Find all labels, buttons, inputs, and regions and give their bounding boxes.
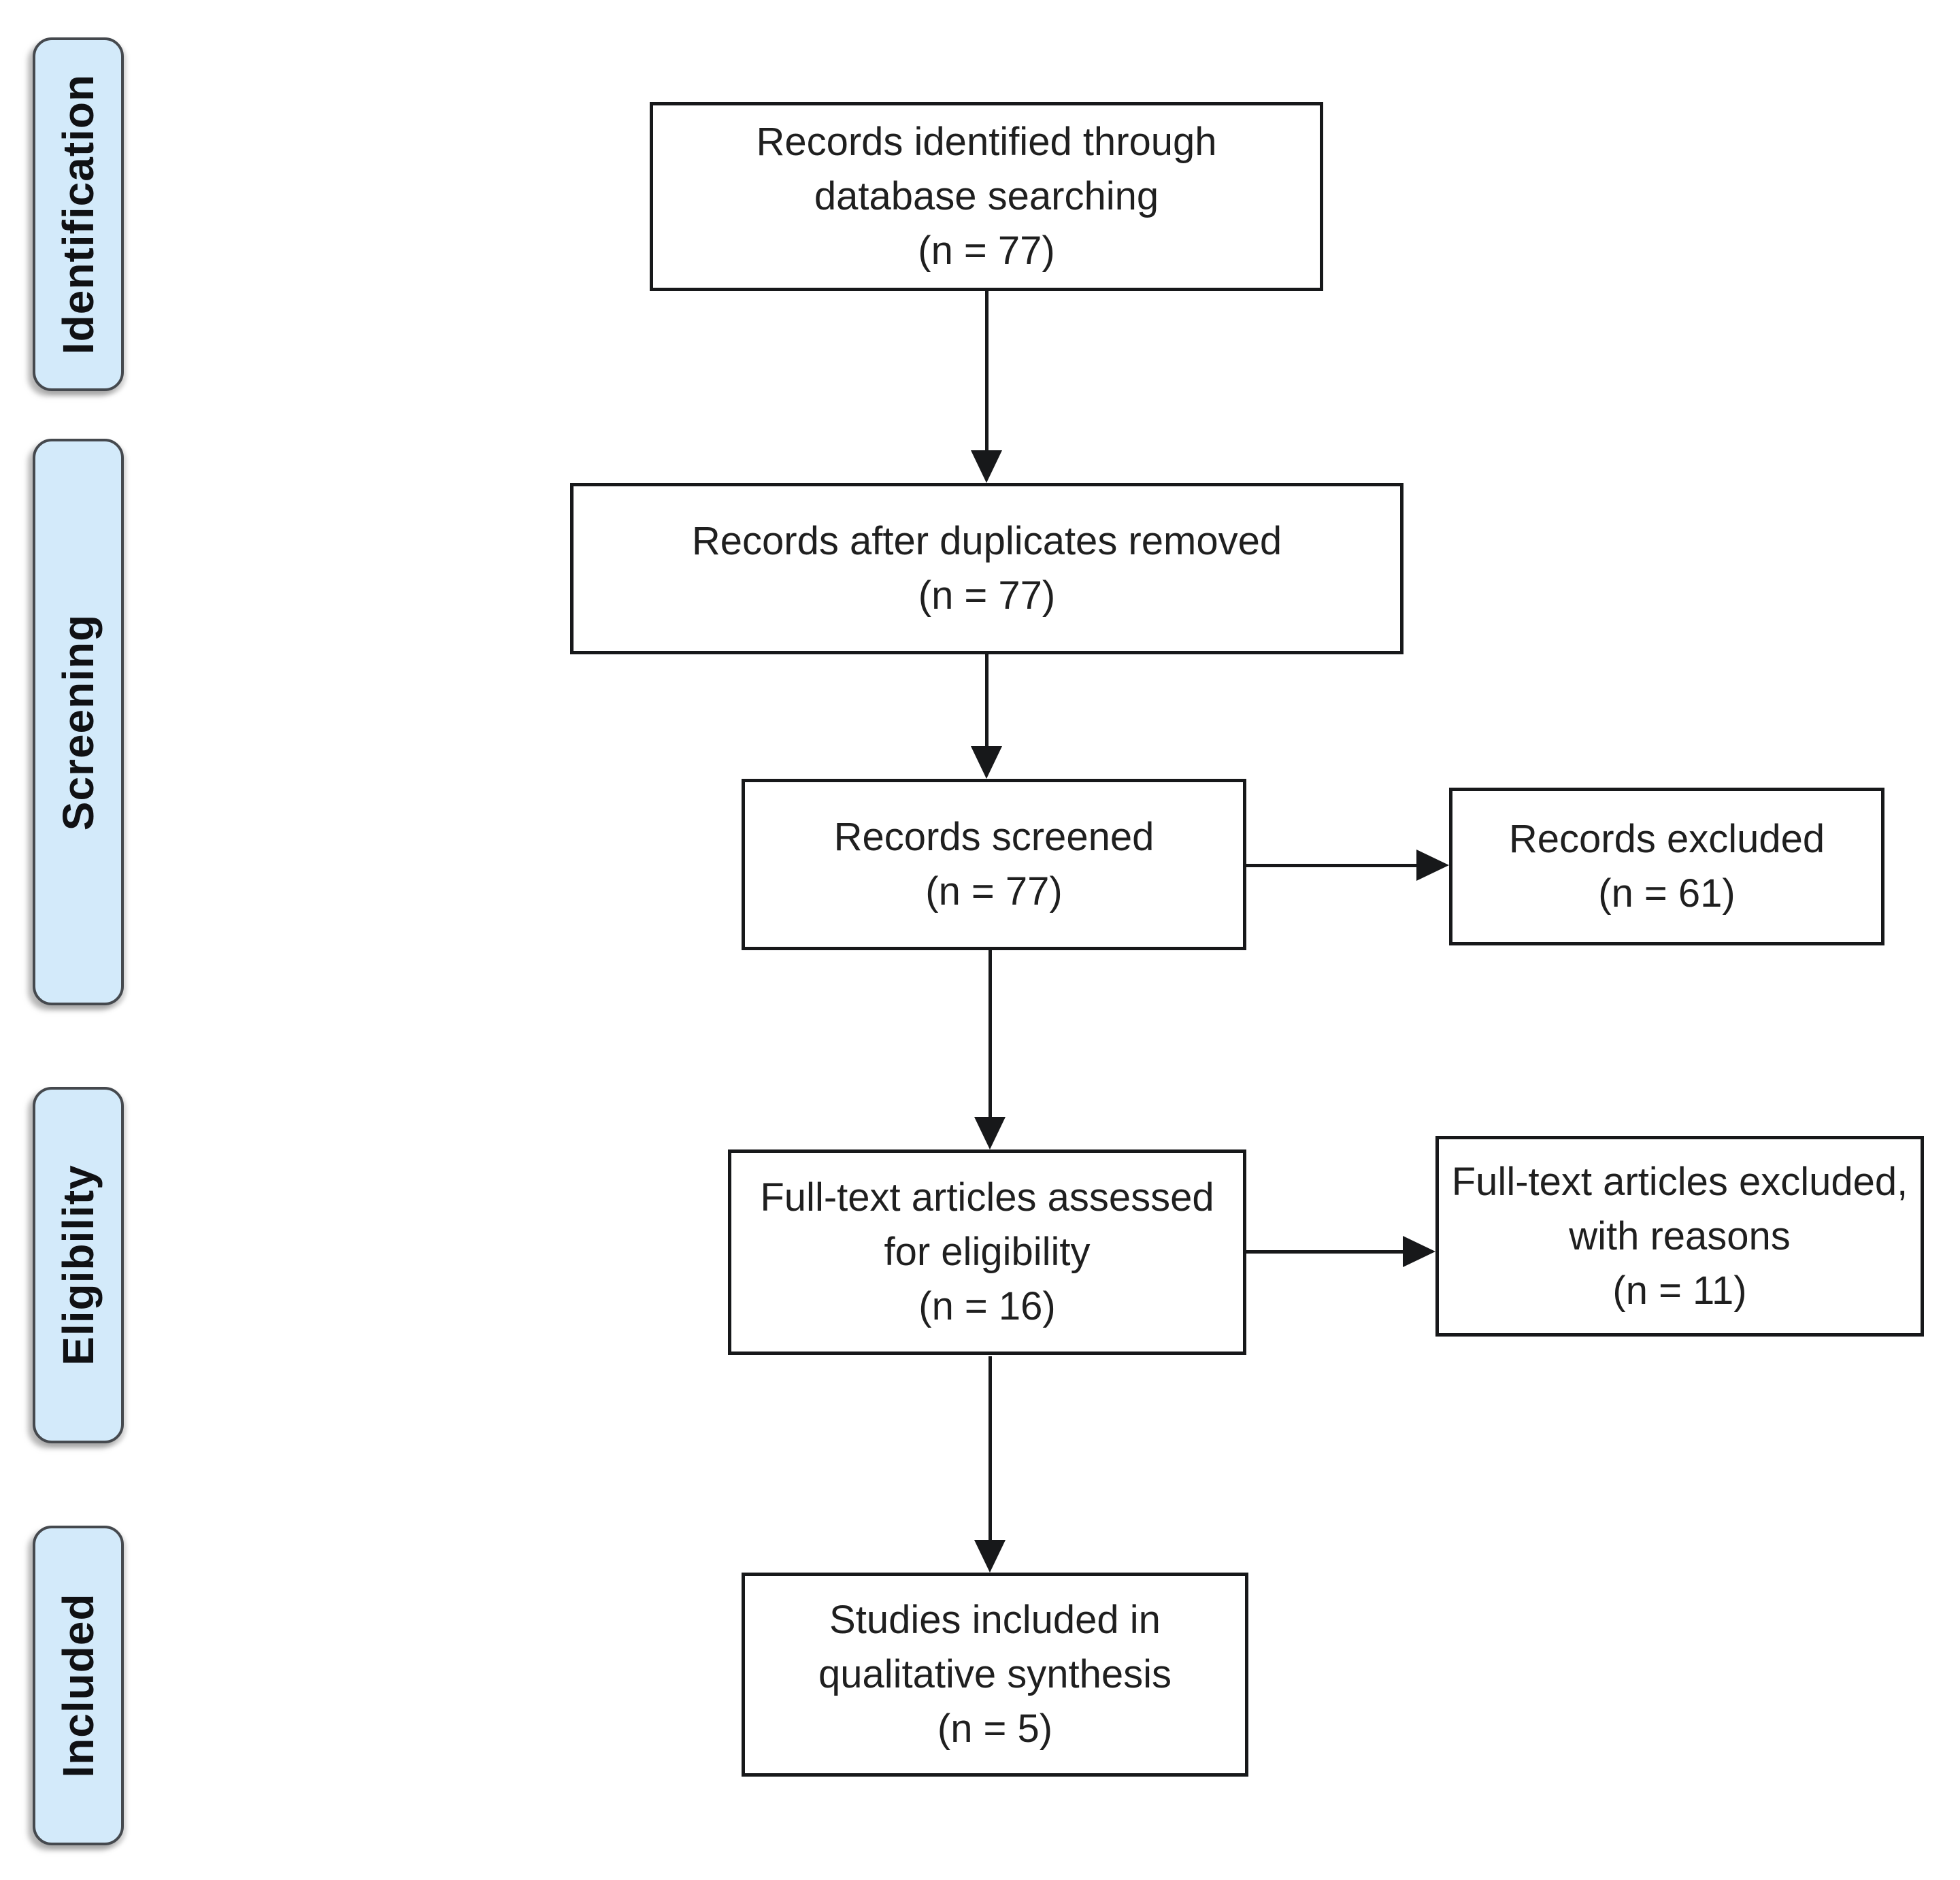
- stage-eligibility-label: Eligibility: [54, 1164, 103, 1366]
- node-duplicates-removed-count: (n = 77): [918, 573, 1056, 618]
- node-duplicates-removed-line1: Records after duplicates removed: [691, 519, 1282, 563]
- arrow-line-fulltext-to-fulltext-excluded: [1246, 1250, 1407, 1254]
- node-duplicates-removed: Records after duplicates removed (n = 77…: [570, 483, 1403, 654]
- node-fulltext-excluded-line2: with reasons: [1569, 1213, 1791, 1258]
- arrow-line-fulltext-to-included: [989, 1356, 992, 1543]
- node-records-screened-count: (n = 77): [925, 869, 1063, 913]
- node-fulltext-assessed: Full-text articles assessed for eligibil…: [728, 1149, 1246, 1355]
- node-records-excluded: Records excluded (n = 61): [1449, 788, 1884, 945]
- node-records-identified-count: (n = 77): [918, 229, 1055, 273]
- stage-eligibility: Eligibility: [33, 1087, 124, 1443]
- node-studies-included-count: (n = 5): [937, 1707, 1053, 1751]
- node-records-identified-line2: database searching: [814, 174, 1159, 218]
- node-studies-included: Studies included in qualitative synthesi…: [742, 1573, 1248, 1777]
- node-records-screened-line1: Records screened: [833, 815, 1155, 859]
- node-records-excluded-count: (n = 61): [1598, 871, 1735, 916]
- arrow-line-screened-to-fulltext: [989, 950, 992, 1120]
- arrow-line-identified-to-deduplicated: [985, 291, 989, 454]
- stage-identification-label: Identification: [54, 73, 103, 355]
- stage-identification: Identification: [33, 37, 124, 391]
- arrow-line-screened-to-excluded: [1246, 864, 1418, 867]
- arrow-head-deduplicated-to-screened: [971, 746, 1002, 779]
- arrow-head-screened-to-fulltext: [974, 1117, 1006, 1149]
- stage-screening: Screening: [33, 439, 124, 1005]
- node-fulltext-assessed-line1: Full-text articles assessed: [760, 1175, 1214, 1220]
- node-records-identified-line1: Records identified through: [756, 120, 1217, 164]
- stage-screening-label: Screening: [54, 614, 103, 830]
- node-records-identified: Records identified through database sear…: [650, 102, 1323, 291]
- stage-included-label: Included: [54, 1593, 103, 1778]
- node-fulltext-assessed-count: (n = 16): [918, 1284, 1056, 1328]
- arrow-line-deduplicated-to-screened: [985, 654, 989, 750]
- node-fulltext-excluded: Full-text articles excluded, with reason…: [1435, 1136, 1924, 1337]
- node-fulltext-excluded-line1: Full-text articles excluded,: [1451, 1159, 1908, 1204]
- arrow-head-fulltext-to-included: [974, 1540, 1006, 1573]
- arrow-head-fulltext-to-fulltext-excluded: [1403, 1236, 1435, 1267]
- node-studies-included-line1: Studies included in: [829, 1598, 1161, 1642]
- node-records-excluded-line1: Records excluded: [1508, 817, 1825, 861]
- node-fulltext-assessed-line2: for eligibility: [884, 1230, 1091, 1274]
- stage-included: Included: [33, 1526, 124, 1845]
- node-records-screened: Records screened (n = 77): [742, 779, 1246, 950]
- arrow-head-screened-to-excluded: [1416, 850, 1449, 881]
- arrow-head-identified-to-deduplicated: [971, 450, 1002, 483]
- node-studies-included-line2: qualitative synthesis: [818, 1652, 1172, 1696]
- node-fulltext-excluded-count: (n = 11): [1612, 1268, 1747, 1313]
